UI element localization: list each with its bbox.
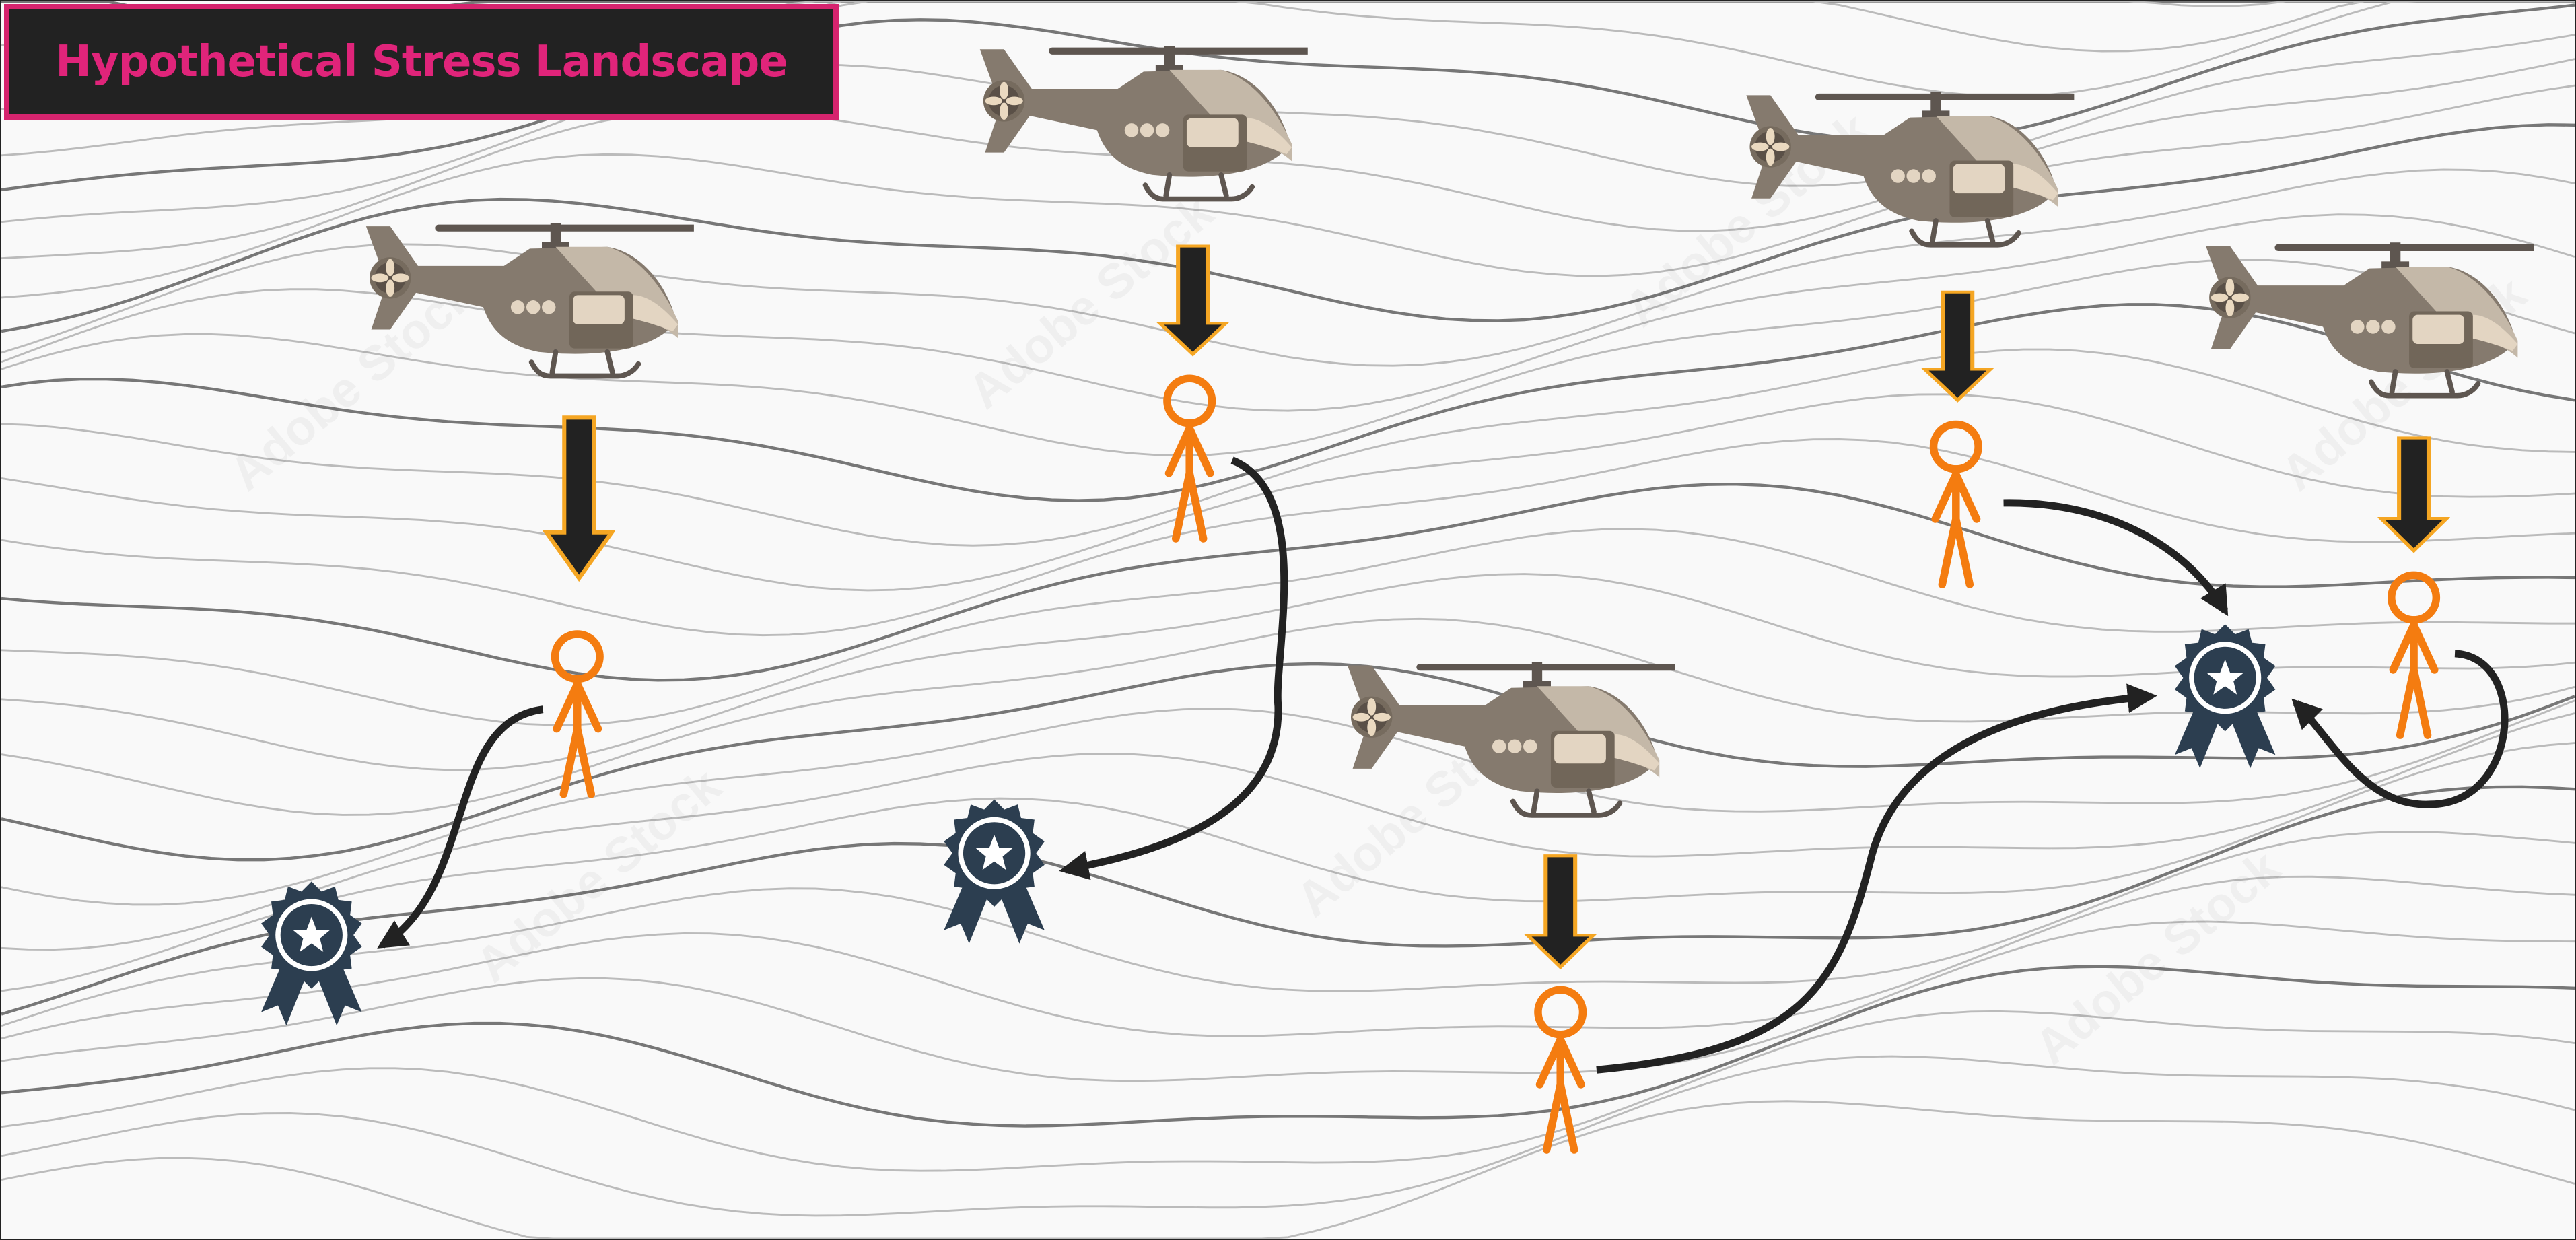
down-arrow-icon bbox=[546, 417, 612, 578]
contour-line bbox=[1, 617, 2575, 816]
curved-arrow bbox=[2291, 650, 2509, 808]
contour-line bbox=[1, 348, 2575, 547]
contour-line bbox=[1, 58, 2575, 260]
helicopter-icon bbox=[980, 46, 1316, 199]
contour-line bbox=[1, 123, 2575, 333]
contour-line bbox=[1, 742, 2575, 992]
contour-line bbox=[1, 573, 2575, 771]
page-title: Hypothetical Stress Landscape bbox=[55, 37, 788, 87]
contour-line bbox=[1, 831, 2575, 1027]
contour-line bbox=[1, 662, 2575, 862]
award-medal-icon bbox=[2175, 624, 2276, 768]
contour-line bbox=[1, 438, 2575, 637]
stick-figure-icon bbox=[1934, 424, 1979, 584]
path-arrows bbox=[377, 456, 2509, 1074]
contour-line bbox=[1, 1010, 2575, 1172]
contour-line bbox=[1, 785, 2575, 1016]
contour-line bbox=[1, 920, 2575, 1082]
medals bbox=[261, 624, 2275, 1025]
watermark-text: Adobe Stock bbox=[219, 266, 485, 501]
curved-arrow bbox=[1596, 683, 2157, 1074]
contour-line bbox=[1, 875, 2575, 1040]
contour-line bbox=[1, 34, 2575, 223]
curved-arrow bbox=[2003, 499, 2229, 617]
contour-line bbox=[1, 3, 2575, 192]
contour-line bbox=[1, 259, 2575, 457]
contour-line bbox=[1, 1100, 2575, 1239]
contour-line bbox=[1, 482, 2575, 682]
contour-line bbox=[1, 213, 2575, 412]
contour-line bbox=[1, 965, 2575, 1128]
watermark-text: Adobe Stock bbox=[2025, 840, 2291, 1075]
curved-arrow bbox=[1059, 456, 1288, 881]
contour-line bbox=[1, 699, 2575, 906]
contour-line bbox=[1, 303, 2575, 502]
title-banner: Hypothetical Stress Landscape bbox=[4, 4, 839, 120]
contour-line bbox=[1, 84, 2575, 299]
contour-line bbox=[1, 1055, 2575, 1217]
contour-line bbox=[1, 168, 2575, 367]
down-arrow-icon bbox=[2381, 438, 2447, 551]
contour-line bbox=[1, 528, 2575, 726]
contour-line bbox=[1, 393, 2575, 592]
contour-line bbox=[1, 712, 2575, 951]
down-arrow-icon bbox=[1527, 856, 1593, 967]
award-medal-icon bbox=[261, 881, 362, 1025]
curved-arrow bbox=[377, 705, 544, 949]
